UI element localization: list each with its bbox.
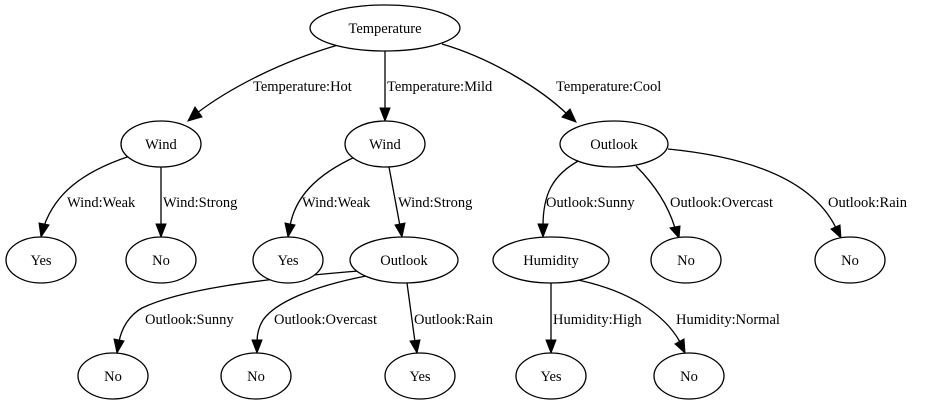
edge-temperature-hot: Temperature:Hot xyxy=(187,44,352,122)
node-label-yes-mild-rain: Yes xyxy=(409,369,430,385)
edge-mild-outlook-overcast: Outlook:Overcast xyxy=(251,275,377,355)
node-label-wind-mild: Wind xyxy=(369,137,401,153)
edge-label-hot-wind-strong: Wind:Strong xyxy=(163,195,237,211)
node-label-no-mild-overcast: No xyxy=(247,369,265,385)
node-label-no-cool-rain: No xyxy=(841,253,859,269)
edge-hot-wind-weak: Wind:Weak xyxy=(38,154,136,239)
node-temperature: Temperature xyxy=(309,4,461,52)
edge-humidity-high: Humidity:High xyxy=(545,283,642,355)
node-no-cool-overcast: No xyxy=(650,236,722,284)
node-label-no-humidity-normal: No xyxy=(680,369,698,385)
node-label-outlook-cool: Outlook xyxy=(590,137,638,153)
node-no-cool-rain: No xyxy=(814,236,886,284)
edge-label-humidity-normal: Humidity:Normal xyxy=(676,312,780,328)
edge-label-temperature-hot: Temperature:Hot xyxy=(253,79,352,95)
node-outlook-cool: Outlook xyxy=(559,120,669,168)
edge-cool-outlook-sunny: Outlook:Sunny xyxy=(537,159,635,239)
edge-cool-outlook-overcast: Outlook:Overcast xyxy=(635,165,773,240)
node-label-no-cool-overcast: No xyxy=(677,253,695,269)
edge-label-temperature-cool: Temperature:Cool xyxy=(556,79,661,95)
edge-label-hot-wind-weak: Wind:Weak xyxy=(67,195,136,211)
edge-label-mild-wind-weak: Wind:Weak xyxy=(302,195,371,211)
node-no-hot-strong: No xyxy=(125,236,197,284)
edge-temperature-mild: Temperature:Mild xyxy=(379,51,493,123)
edge-label-cool-outlook-rain: Outlook:Rain xyxy=(828,195,908,211)
node-label-yes-humidity-high: Yes xyxy=(540,369,561,385)
node-label-outlook-mild-strong: Outlook xyxy=(380,253,428,269)
node-humidity-cool-sunny: Humidity xyxy=(492,236,610,284)
node-label-no-hot-strong: No xyxy=(152,253,170,269)
edge-mild-wind-strong: Wind:Strong xyxy=(388,166,472,239)
edge-hot-wind-strong: Wind:Strong xyxy=(155,167,237,239)
edge-mild-outlook-rain: Outlook:Rain xyxy=(406,282,494,355)
node-label-temperature: Temperature xyxy=(348,21,421,37)
node-wind-hot: Wind xyxy=(120,120,202,168)
node-label-wind-hot: Wind xyxy=(145,137,177,153)
node-no-mild-overcast: No xyxy=(220,352,292,400)
node-yes-mild-weak: Yes xyxy=(252,236,324,284)
edge-label-cool-outlook-overcast: Outlook:Overcast xyxy=(670,195,773,211)
edge-label-mild-outlook-sunny: Outlook:Sunny xyxy=(145,312,234,328)
node-label-yes-mild-weak: Yes xyxy=(277,253,298,269)
node-yes-mild-rain: Yes xyxy=(384,352,456,400)
node-label-no-mild-sunny: No xyxy=(104,369,122,385)
edge-temperature-cool: Temperature:Cool xyxy=(441,43,661,123)
node-yes-hot-weak: Yes xyxy=(5,236,77,284)
node-no-mild-sunny: No xyxy=(77,352,149,400)
edge-label-mild-wind-strong: Wind:Strong xyxy=(398,195,472,211)
edge-cool-outlook-rain: Outlook:Rain xyxy=(667,148,908,240)
edge-label-humidity-high: Humidity:High xyxy=(553,312,642,328)
node-label-yes-hot-weak: Yes xyxy=(30,253,51,269)
edge-label-mild-outlook-overcast: Outlook:Overcast xyxy=(274,312,377,328)
node-outlook-mild-strong: Outlook xyxy=(349,236,459,284)
edge-label-temperature-mild: Temperature:Mild xyxy=(387,79,493,95)
node-yes-humidity-high: Yes xyxy=(515,352,587,400)
edge-label-cool-outlook-sunny: Outlook:Sunny xyxy=(546,195,635,211)
node-no-humidity-normal: No xyxy=(653,352,725,400)
node-wind-mild: Wind xyxy=(344,120,426,168)
node-label-humidity-cool-sunny: Humidity xyxy=(523,253,579,269)
edge-mild-wind-weak: Wind:Weak xyxy=(284,155,371,239)
edge-label-mild-outlook-rain: Outlook:Rain xyxy=(414,312,494,328)
edge-humidity-normal: Humidity:Normal xyxy=(572,278,780,355)
